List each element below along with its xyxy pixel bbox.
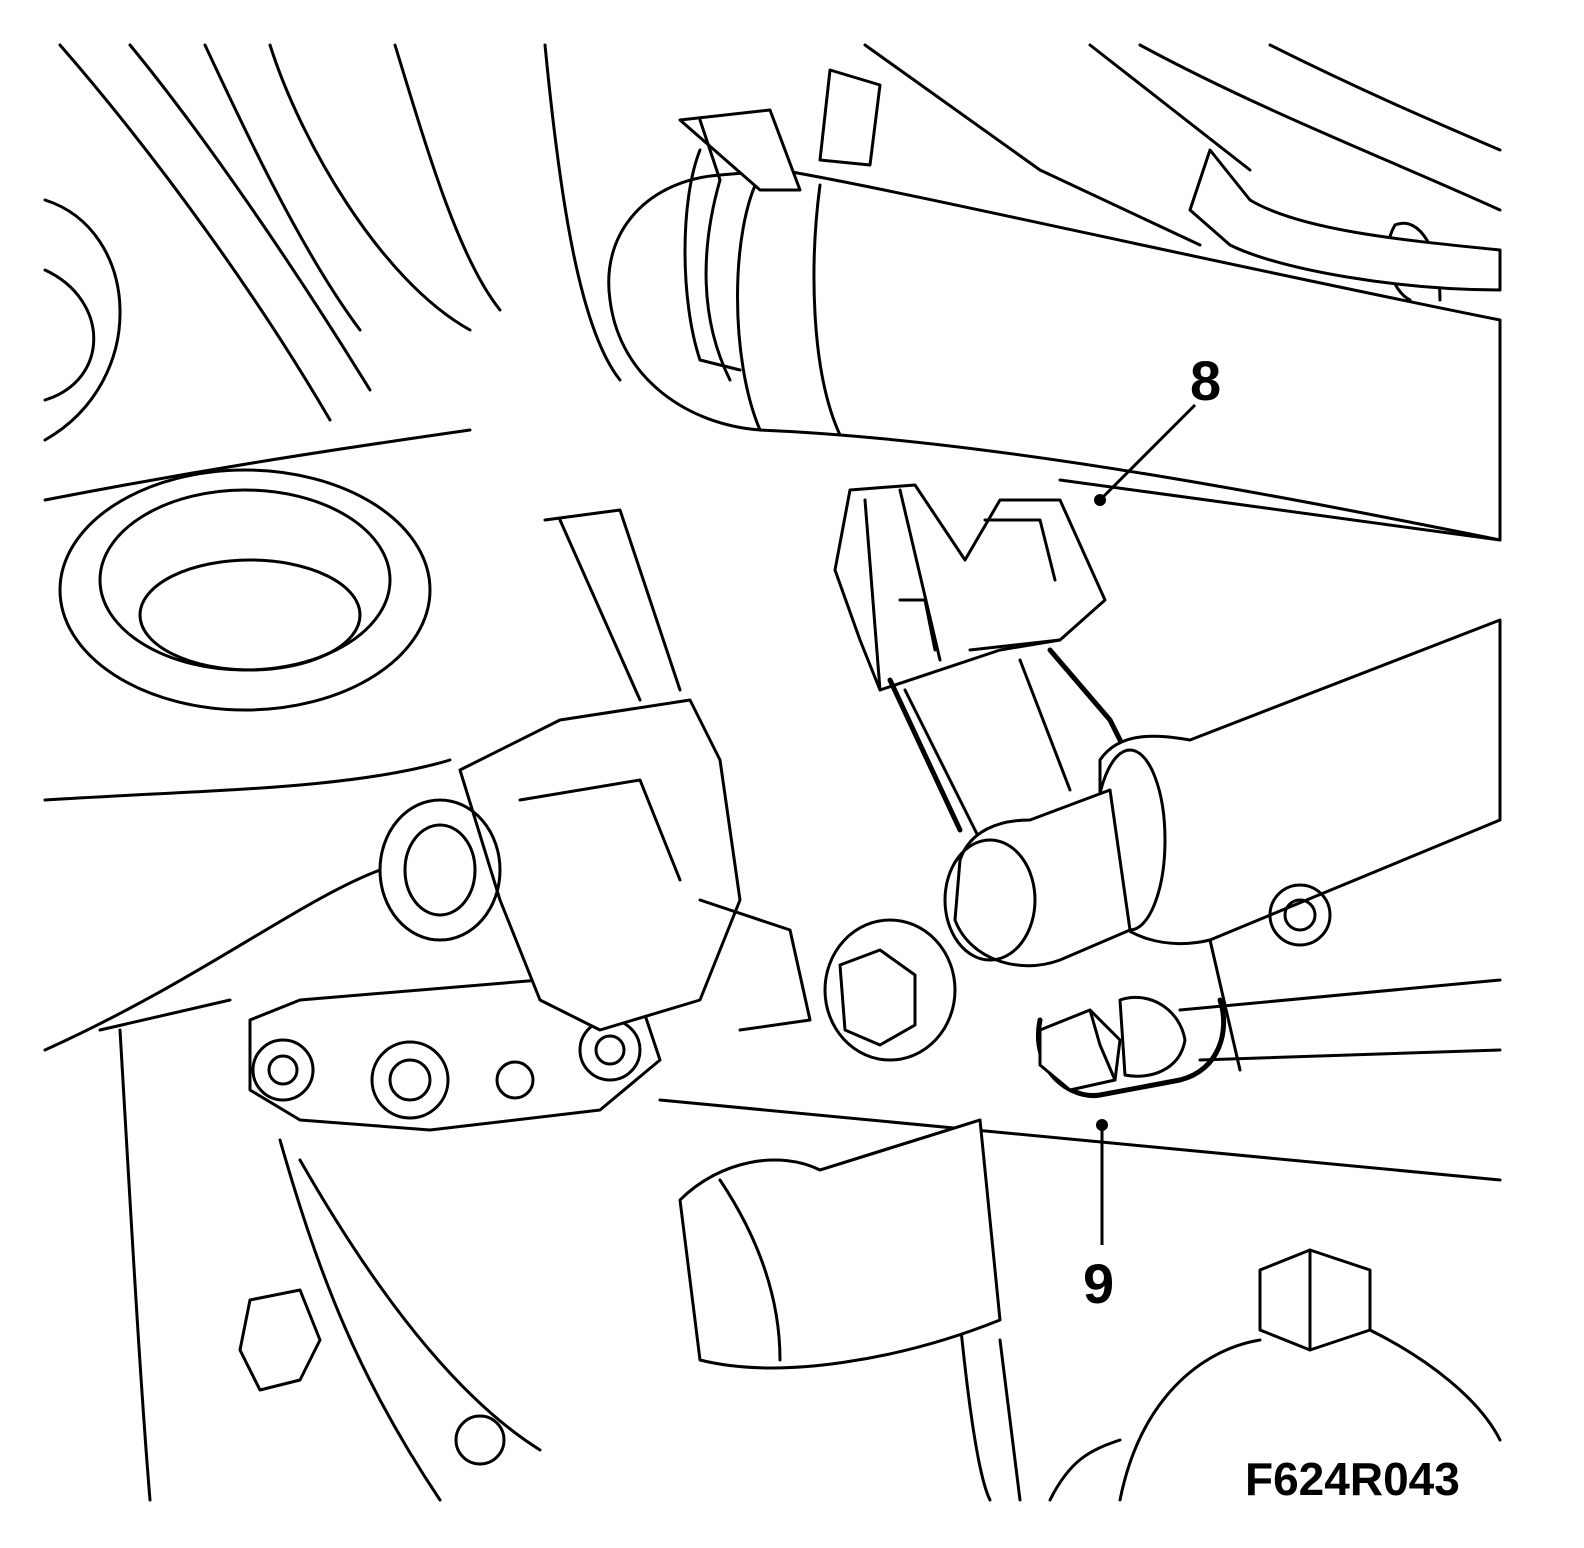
electrical-connector: [833, 483, 1107, 692]
harness-connector: [378, 508, 812, 1032]
upper-hose: [607, 68, 1502, 542]
engine-block-outline: [43, 43, 1502, 1502]
figure-code: F624R043: [1245, 1453, 1460, 1505]
callout-8-leader: [1098, 403, 1197, 502]
callout-9: 9: [1083, 1119, 1114, 1315]
callout-9-dot: [1096, 1119, 1108, 1131]
lower-pipe: [943, 618, 1502, 1072]
mounting-bolt: [1036, 995, 1227, 1099]
ring-seal: [58, 468, 432, 712]
lower-housing: [678, 1118, 1002, 1370]
bottom-right-bolt: [1048, 1248, 1502, 1502]
callout-9-label: 9: [1083, 1252, 1114, 1315]
callout-8-label: 8: [1190, 349, 1221, 412]
bottom-left-bolt: [238, 1288, 506, 1466]
hex-bolt: [823, 918, 957, 1062]
mounting-plate: [248, 978, 662, 1132]
callout-8: 8: [1094, 349, 1221, 506]
callout-8-dot: [1094, 494, 1106, 506]
